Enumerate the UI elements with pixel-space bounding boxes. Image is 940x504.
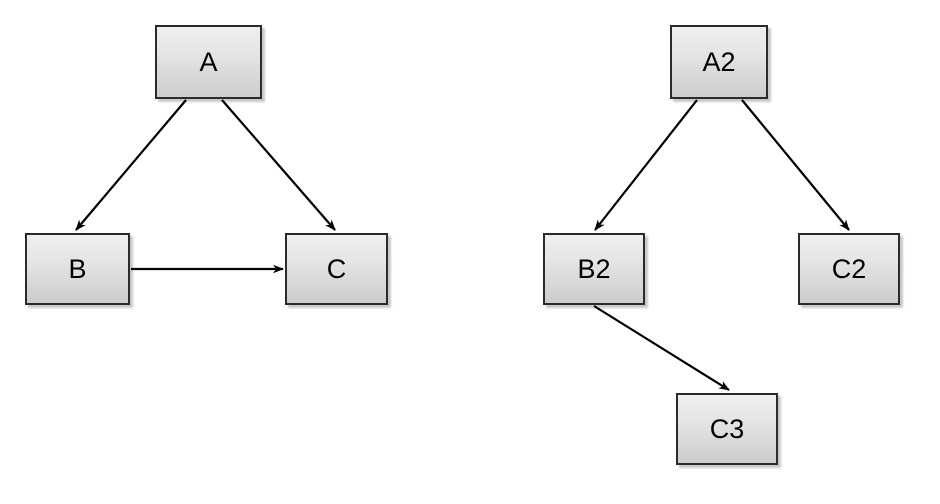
node-label: A2 [702,46,736,77]
edge-a-c [221,99,336,231]
edge-group [75,99,850,391]
node-c[interactable]: C [285,233,388,305]
node-b[interactable]: B [25,233,130,305]
node-label: C2 [831,253,867,284]
node-label: B2 [577,253,611,284]
node-label: A [199,46,218,77]
node-label: C3 [709,413,745,444]
edge-a2-c2 [741,99,850,231]
edge-a-b [75,99,187,231]
edge-a2-b2 [594,99,698,231]
node-a[interactable]: A [155,25,262,99]
node-c2[interactable]: C2 [798,233,900,305]
node-label: C [326,253,347,284]
node-label: B [68,253,87,284]
node-b2[interactable]: B2 [543,233,645,305]
node-a2[interactable]: A2 [670,25,768,99]
edge-b2-c3 [593,305,730,391]
node-c3[interactable]: C3 [676,393,778,465]
